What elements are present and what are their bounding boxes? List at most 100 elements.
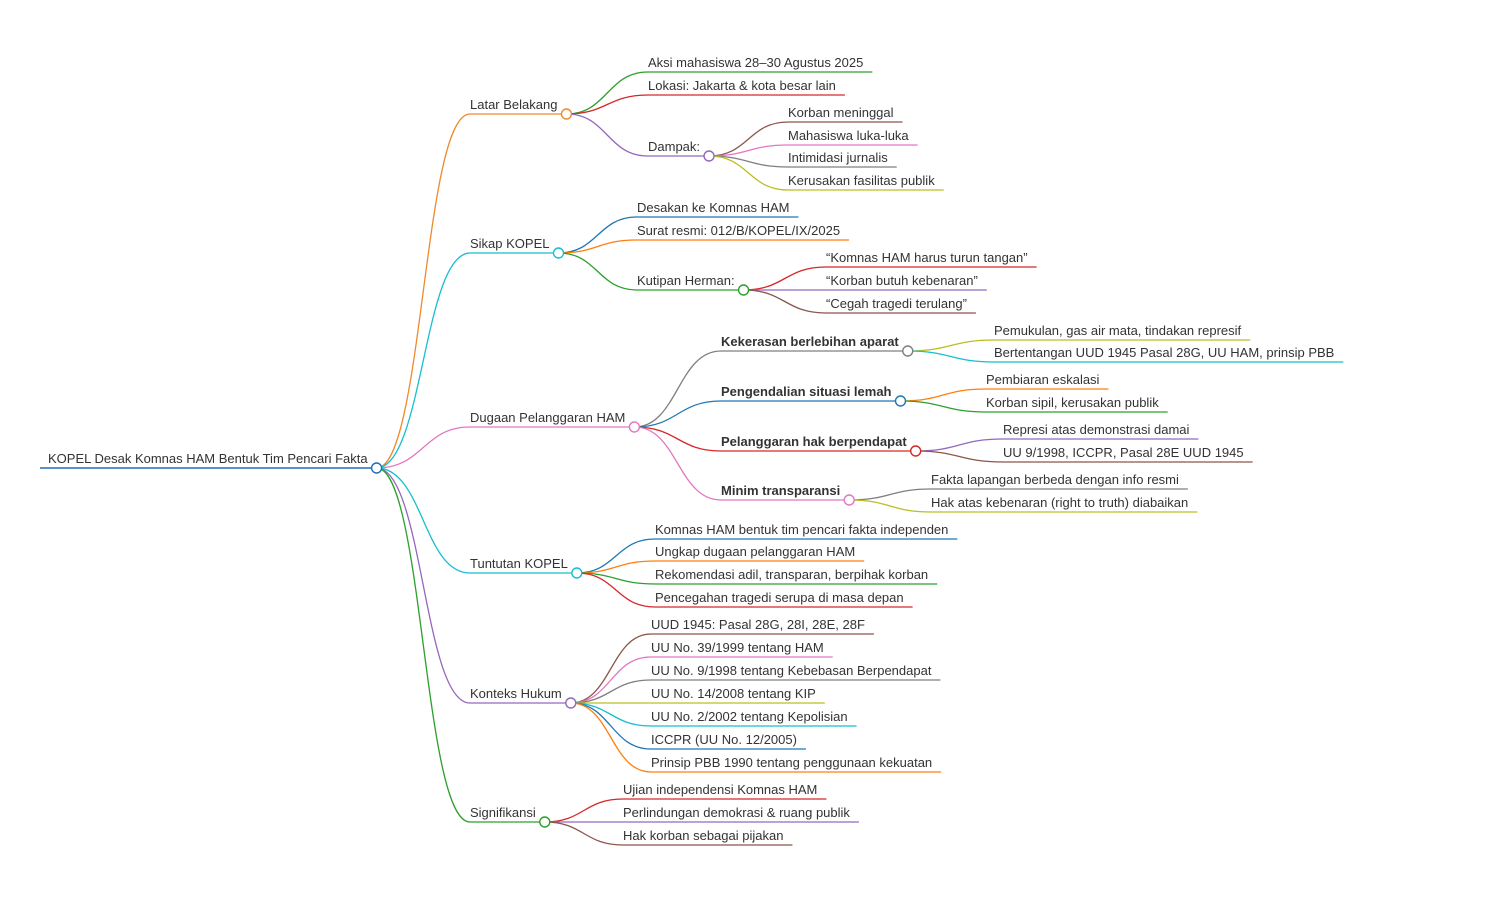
edge-pemukulan-gas-air-mata-tindakan-represif	[907, 339, 995, 352]
mindmap-labels: KOPEL Desak Komnas HAM Bentuk Tim Pencar…	[48, 55, 1334, 843]
edge-hak-atas-kebenaran-right-to-truth-diabai	[849, 499, 932, 513]
edge-latar-belakang	[376, 113, 471, 469]
edge-konteks-hukum	[376, 467, 471, 704]
node-label-rekomendasi-adil-transparan-berpihak-kor[interactable]: Rekomendasi adil, transparan, berpihak k…	[655, 567, 928, 582]
node-label-kekerasan-berlebihan-aparat[interactable]: Kekerasan berlebihan aparat	[721, 334, 899, 349]
collapse-toggle-dugaan-pelanggaran-ham[interactable]	[628, 421, 641, 433]
node-label-intimidasi-jurnalis[interactable]: Intimidasi jurnalis	[788, 150, 888, 165]
edge-uu-no-9-1998-tentang-kebebasan-berpendap	[570, 679, 652, 704]
node-label-korban-butuh-kebenaran[interactable]: “Korban butuh kebenaran”	[826, 273, 978, 288]
node-label-hak-atas-kebenaran-right-to-truth-diabai[interactable]: Hak atas kebenaran (right to truth) diab…	[931, 495, 1188, 510]
edge-uud-1945-pasal-28g-28i-28e-28f	[570, 633, 652, 704]
edge-pembiaran-eskalasi	[900, 388, 987, 402]
edge-pencegahan-tragedi-serupa-di-masa-depan	[576, 572, 656, 608]
edge-signifikansi	[376, 467, 471, 823]
node-label-konteks-hukum[interactable]: Konteks Hukum	[470, 686, 562, 701]
node-label-kerusakan-fasilitas-publik[interactable]: Kerusakan fasilitas publik	[788, 173, 935, 188]
node-label-aksi-mahasiswa-28-30-agustus-2025[interactable]: Aksi mahasiswa 28–30 Agustus 2025	[648, 55, 863, 70]
collapse-toggle-latar-belakang[interactable]	[560, 108, 573, 120]
collapse-toggle-pelanggaran-hak-berpendapat[interactable]	[909, 445, 922, 457]
edge-fakta-lapangan-berbeda-dengan-info-resmi	[849, 488, 932, 501]
node-label-iccpr-uu-no-12-2005[interactable]: ICCPR (UU No. 12/2005)	[651, 732, 797, 747]
node-label-cegah-tragedi-terulang[interactable]: “Cegah tragedi terulang”	[826, 296, 967, 311]
node-label-fakta-lapangan-berbeda-dengan-info-resmi[interactable]: Fakta lapangan berbeda dengan info resmi	[931, 472, 1179, 487]
edge-rekomendasi-adil-transparan-berpihak-kor	[576, 572, 656, 585]
edge-pelanggaran-hak-berpendapat	[634, 426, 722, 452]
node-label-uu-9-1998-iccpr-pasal-28e-uud-1945[interactable]: UU 9/1998, ICCPR, Pasal 28E UUD 1945	[1003, 445, 1244, 460]
edge-cegah-tragedi-terulang	[743, 289, 827, 314]
edge-ujian-independensi-komnas-ham	[544, 798, 624, 823]
edge-korban-meninggal	[709, 121, 789, 157]
node-label-ujian-independensi-komnas-ham[interactable]: Ujian independensi Komnas HAM	[623, 782, 817, 797]
node-label-uud-1945-pasal-28g-28i-28e-28f[interactable]: UUD 1945: Pasal 28G, 28I, 28E, 28F	[651, 617, 865, 632]
collapse-toggle-minim-transparansi[interactable]	[843, 494, 855, 506]
node-label-desakan-ke-komnas-ham[interactable]: Desakan ke Komnas HAM	[637, 200, 789, 215]
node-label-pencegahan-tragedi-serupa-di-masa-depan[interactable]: Pencegahan tragedi serupa di masa depan	[655, 590, 904, 605]
collapse-toggle-kutipan-herman[interactable]	[737, 284, 750, 296]
collapse-toggle-pengendalian-situasi-lemah[interactable]	[894, 395, 907, 407]
edge-dugaan-pelanggaran-ham	[376, 426, 471, 469]
collapse-toggle-signifikansi[interactable]	[539, 816, 551, 828]
node-label-represi-atas-demonstrasi-damai[interactable]: Represi atas demonstrasi damai	[1003, 422, 1190, 437]
edge-minim-transparansi	[634, 426, 722, 501]
node-label-latar-belakang[interactable]: Latar Belakang	[470, 97, 557, 112]
node-label-lokasi-jakarta-kota-besar-lain[interactable]: Lokasi: Jakarta & kota besar lain	[648, 78, 836, 93]
node-label-uu-no-9-1998-tentang-kebebasan-berpendap[interactable]: UU No. 9/1998 tentang Kebebasan Berpenda…	[651, 663, 932, 678]
node-label-kopel-desak-komnas-ham-bentuk-tim-pencar[interactable]: KOPEL Desak Komnas HAM Bentuk Tim Pencar…	[48, 451, 368, 466]
node-label-uu-no-2-2002-tentang-kepolisian[interactable]: UU No. 2/2002 tentang Kepolisian	[651, 709, 848, 724]
node-label-dugaan-pelanggaran-ham[interactable]: Dugaan Pelanggaran HAM	[470, 410, 625, 425]
node-label-pemukulan-gas-air-mata-tindakan-represif[interactable]: Pemukulan, gas air mata, tindakan repres…	[994, 323, 1242, 338]
edge-intimidasi-jurnalis	[709, 155, 789, 168]
node-label-surat-resmi-012-b-kopel-ix-2025[interactable]: Surat resmi: 012/B/KOPEL/IX/2025	[637, 223, 840, 238]
edge-kutipan-herman	[558, 252, 638, 291]
edge-uu-no-39-1999-tentang-ham	[570, 656, 652, 704]
edge-bertentangan-uud-1945-pasal-28g-uu-ham-p	[907, 350, 995, 363]
node-label-hak-korban-sebagai-pijakan[interactable]: Hak korban sebagai pijakan	[623, 828, 783, 843]
edge-pengendalian-situasi-lemah	[634, 400, 722, 428]
collapse-toggle-tuntutan-kopel[interactable]	[571, 567, 583, 579]
edge-uu-no-2-2002-tentang-kepolisian	[570, 702, 652, 727]
mindmap-edges	[40, 71, 1344, 846]
edge-sikap-kopel	[376, 252, 471, 469]
node-label-prinsip-pbb-1990-tentang-penggunaan-keku[interactable]: Prinsip PBB 1990 tentang penggunaan keku…	[651, 755, 932, 770]
node-label-bertentangan-uud-1945-pasal-28g-uu-ham-p[interactable]: Bertentangan UUD 1945 Pasal 28G, UU HAM,…	[994, 345, 1334, 360]
node-label-sikap-kopel[interactable]: Sikap KOPEL	[470, 236, 550, 251]
edge-kerusakan-fasilitas-publik	[709, 155, 789, 191]
edge-korban-sipil-kerusakan-publik	[900, 400, 987, 413]
node-label-korban-sipil-kerusakan-publik[interactable]: Korban sipil, kerusakan publik	[986, 395, 1159, 410]
edge-uu-9-1998-iccpr-pasal-28e-uud-1945	[915, 450, 1004, 463]
edge-surat-resmi-012-b-kopel-ix-2025	[558, 239, 638, 254]
node-label-pengendalian-situasi-lemah[interactable]: Pengendalian situasi lemah	[721, 384, 892, 399]
edge-komnas-ham-harus-turun-tangan	[743, 266, 827, 291]
edge-tuntutan-kopel	[376, 467, 471, 574]
node-label-perlindungan-demokrasi-ruang-publik[interactable]: Perlindungan demokrasi & ruang publik	[623, 805, 850, 820]
node-label-komnas-ham-harus-turun-tangan[interactable]: “Komnas HAM harus turun tangan”	[826, 250, 1028, 265]
node-label-uu-no-14-2008-tentang-kip[interactable]: UU No. 14/2008 tentang KIP	[651, 686, 816, 701]
node-label-pelanggaran-hak-berpendapat[interactable]: Pelanggaran hak berpendapat	[721, 434, 907, 449]
node-label-tuntutan-kopel[interactable]: Tuntutan KOPEL	[470, 556, 568, 571]
collapse-toggle-kekerasan-berlebihan-aparat[interactable]	[902, 345, 914, 357]
node-label-mahasiswa-luka-luka[interactable]: Mahasiswa luka-luka	[788, 128, 909, 143]
node-label-ungkap-dugaan-pelanggaran-ham[interactable]: Ungkap dugaan pelanggaran HAM	[655, 544, 855, 559]
edge-hak-korban-sebagai-pijakan	[544, 821, 624, 846]
node-label-kutipan-herman[interactable]: Kutipan Herman:	[637, 273, 735, 288]
node-label-uu-no-39-1999-tentang-ham[interactable]: UU No. 39/1999 tentang HAM	[651, 640, 824, 655]
node-label-dampak[interactable]: Dampak:	[648, 139, 700, 154]
collapse-toggle-konteks-hukum[interactable]	[565, 697, 577, 709]
collapse-toggle-dampak[interactable]	[703, 150, 715, 162]
edge-aksi-mahasiswa-28-30-agustus-2025	[566, 71, 649, 115]
edge-komnas-ham-bentuk-tim-pencari-fakta-inde	[576, 538, 656, 574]
collapse-toggle-sikap-kopel[interactable]	[552, 247, 565, 259]
edge-dampak	[566, 113, 649, 157]
node-label-minim-transparansi[interactable]: Minim transparansi	[721, 483, 840, 498]
mindmap-node-circles	[370, 108, 922, 828]
node-label-korban-meninggal[interactable]: Korban meninggal	[788, 105, 894, 120]
edge-kekerasan-berlebihan-aparat	[634, 350, 722, 428]
collapse-toggle-kopel-desak-komnas-ham-bentuk-tim-pencar[interactable]	[370, 462, 383, 474]
node-label-signifikansi[interactable]: Signifikansi	[470, 805, 536, 820]
edge-prinsip-pbb-1990-tentang-penggunaan-keku	[570, 702, 652, 773]
node-label-komnas-ham-bentuk-tim-pencari-fakta-inde[interactable]: Komnas HAM bentuk tim pencari fakta inde…	[655, 522, 948, 537]
node-label-pembiaran-eskalasi[interactable]: Pembiaran eskalasi	[986, 372, 1100, 387]
edge-iccpr-uu-no-12-2005	[570, 702, 652, 750]
